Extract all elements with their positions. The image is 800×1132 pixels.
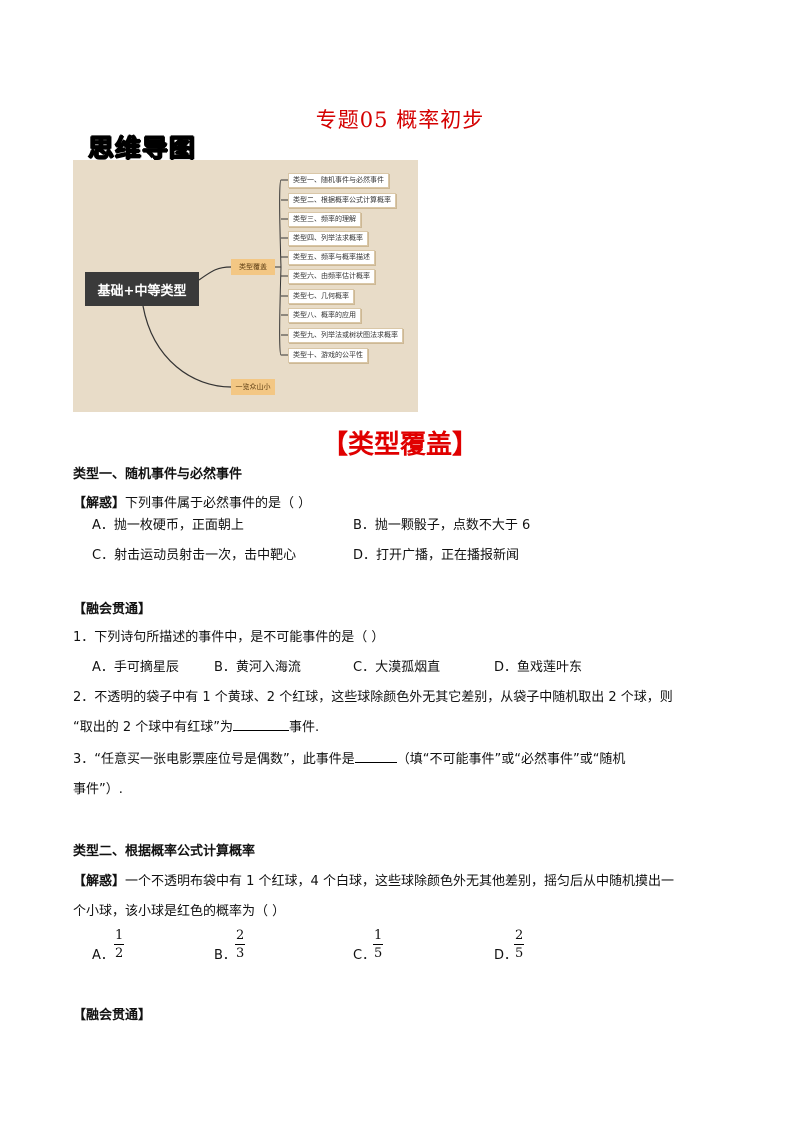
mindmap-leaf: 类型一、随机事件与必然事件 — [288, 173, 389, 188]
q3-text-a: 3．“任意买一张电影票座位号是偶数”，此事件是 — [73, 752, 355, 767]
mindmap-leaf: 类型五、频率与概率描述 — [288, 250, 375, 265]
mindmap-mid-node: 类型覆盖 — [231, 259, 275, 275]
denominator: 3 — [236, 946, 245, 961]
section-title: 【类型覆盖】 — [321, 430, 478, 460]
jiehuo-tag: 【解惑】 — [73, 496, 126, 511]
mindmap-leaf: 类型四、列举法求概率 — [288, 231, 368, 246]
type2-option-a-label: A． — [92, 948, 114, 963]
mindmap-leaf: 类型二、根据概率公式计算概率 — [288, 193, 396, 208]
type2-question-line1: 【解惑】一个不透明布袋中有 1 个红球，4 个白球，这些球除颜色外无其他差别，摇… — [73, 870, 674, 889]
mindmap-label: 思维导图 — [88, 134, 197, 164]
denominator: 5 — [515, 946, 524, 961]
type1-question: 【解惑】下列事件属于必然事件的是（ ） — [73, 492, 311, 511]
numerator: 1 — [373, 928, 384, 945]
question-text: 下列事件属于必然事件的是（ ） — [125, 496, 312, 511]
mindmap-root: 基础+中等类型 — [85, 272, 199, 306]
mindmap-connectors — [142, 179, 288, 388]
mindmap-leaf: 类型十、游戏的公平性 — [288, 348, 368, 363]
denominator: 5 — [374, 946, 383, 961]
doc-title: 专题05 概率初步 — [315, 108, 485, 132]
mindmap-leaf: 类型九、列举法或树状图法求概率 — [288, 328, 403, 343]
q3-line1: 3．“任意买一张电影票座位号是偶数”，此事件是 （填“不可能事件”或“必然事件”或… — [73, 748, 625, 767]
type2-question-line2: 个小球，该小球是红色的概率为（ ） — [73, 904, 286, 919]
numerator: 2 — [514, 928, 525, 945]
type1-heading: 类型一、随机事件与必然事件 — [73, 467, 243, 482]
mindmap-leaf: 类型六、由频率估计概率 — [288, 269, 375, 284]
ronghui-tag: 【融会贯通】 — [73, 1008, 152, 1023]
q1-option-c: C．大漠孤烟直 — [353, 660, 441, 675]
q2-text-b: 事件. — [289, 720, 320, 735]
q2-line1: 2．不透明的袋子中有 1 个黄球、2 个红球，这些球除颜色外无其它差别，从袋子中… — [73, 690, 673, 705]
mindmap-leaf: 类型七、几何概率 — [288, 289, 354, 304]
q2-line2: “取出的 2 个球中有红球”为 事件. — [73, 716, 319, 735]
q1-text: 1．下列诗句所描述的事件中，是不可能事件的是（ ） — [73, 630, 385, 645]
fraction-b: 2 3 — [235, 928, 246, 962]
numerator: 1 — [114, 928, 125, 945]
mindmap-leaf: 类型三、频率的理解 — [288, 212, 361, 227]
option-b: B．抛一颗骰子，点数不大于 6 — [353, 518, 531, 533]
q2-text-a: “取出的 2 个球中有红球”为 — [73, 720, 234, 735]
option-c: C．射击运动员射击一次，击中靶心 — [92, 548, 297, 563]
fraction-d: 2 5 — [514, 928, 525, 962]
q1-option-b: B．黄河入海流 — [214, 660, 301, 675]
question-text: 一个不透明布袋中有 1 个红球，4 个白球，这些球除颜色外无其他差别，摇匀后从中… — [125, 874, 674, 889]
q1-option-d: D．鱼戏莲叶东 — [494, 660, 583, 675]
mindmap-leaf: 类型八、概率的应用 — [288, 308, 361, 323]
jiehuo-tag: 【解惑】 — [73, 874, 126, 889]
type2-option-d-label: D． — [494, 948, 518, 963]
fraction-c: 1 5 — [373, 928, 384, 962]
option-d: D．打开广播，正在播报新闻 — [353, 548, 520, 563]
mindmap-image: 基础+中等类型 类型覆盖 一览众山小 类型一、随机事件与必然事件 类型二、根据概… — [73, 160, 418, 412]
option-a: A．抛一枚硬币，正面朝上 — [92, 518, 244, 533]
type2-option-c-label: C． — [353, 948, 376, 963]
q3-line2: 事件”）. — [73, 782, 123, 797]
fraction-a: 1 2 — [114, 928, 125, 962]
mindmap-bottom-node: 一览众山小 — [231, 379, 275, 395]
answer-blank[interactable] — [354, 750, 397, 763]
ronghui-tag: 【融会贯通】 — [73, 602, 152, 617]
denominator: 2 — [115, 946, 124, 961]
q3-text-b: （填“不可能事件”或“必然事件”或“随机 — [396, 752, 626, 767]
type2-option-b-label: B． — [214, 948, 236, 963]
answer-blank[interactable] — [233, 718, 290, 731]
numerator: 2 — [235, 928, 246, 945]
type2-heading: 类型二、根据概率公式计算概率 — [73, 844, 256, 859]
q1-option-a: A．手可摘星辰 — [92, 660, 179, 675]
